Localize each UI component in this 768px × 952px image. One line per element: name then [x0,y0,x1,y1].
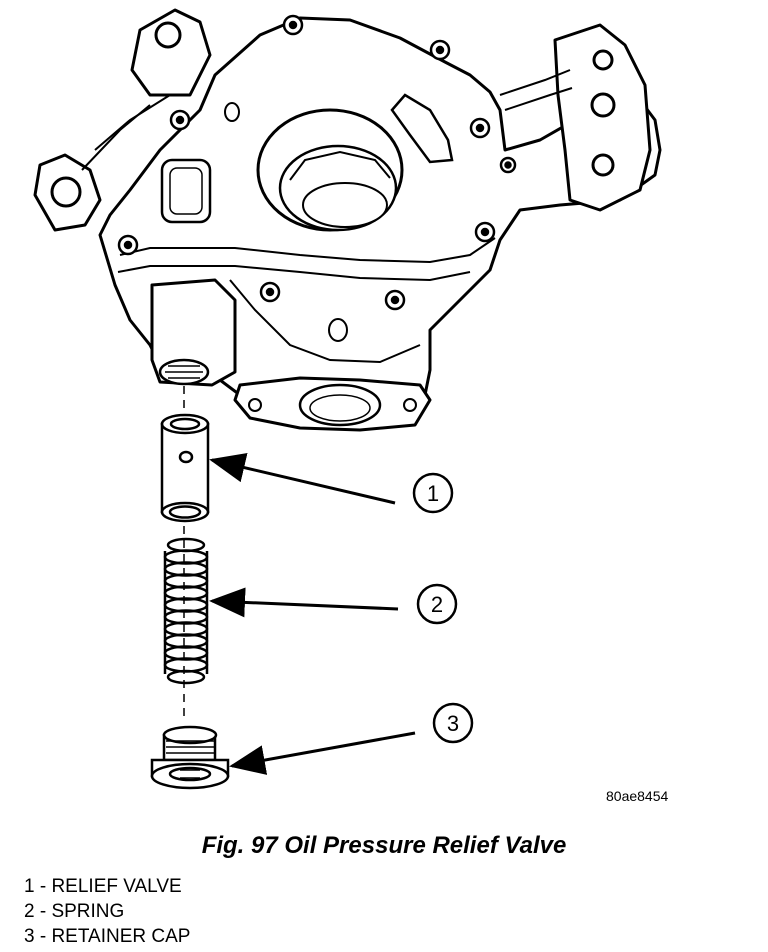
legend-item-relief-valve: 1 - RELIEF VALVE [24,876,182,897]
callout-3-arrow [229,731,416,775]
legend-item-spring: 2 - SPRING [24,901,125,922]
dowel-holes [224,102,348,342]
mounting-holes [50,21,616,208]
spring-part [163,537,209,685]
callout-2: 2 [416,583,458,625]
callout-2-arrow [209,587,399,618]
figure-reference-code: 80ae8454 [606,788,669,804]
callout-1: 1 [412,472,454,514]
legend-item-retainer-cap: 3 - RETAINER CAP [24,926,191,947]
exploded-view-diagram: 1 2 3 [33,8,662,790]
rotor-opening [256,108,404,232]
callout-1-arrow [209,452,396,505]
inlet-port [160,158,212,224]
cover-screws [117,14,517,311]
callout-2-number: 2 [431,592,443,617]
relief-valve-part [160,413,210,523]
housing-detail-lines [81,69,573,364]
callout-3: 3 [432,702,474,744]
callout-1-number: 1 [427,481,439,506]
pressure-port [390,93,454,164]
figure-caption: Fig. 97 Oil Pressure Relief Valve [201,832,567,859]
parts-legend: 1 - RELIEF VALVE 2 - SPRING 3 - RETAINER… [24,874,190,949]
callout-arrows [209,452,416,775]
outlet-port [248,383,417,427]
relief-valve-bore [158,358,210,386]
callout-3-number: 3 [447,711,459,736]
retainer-cap-part [150,725,230,790]
